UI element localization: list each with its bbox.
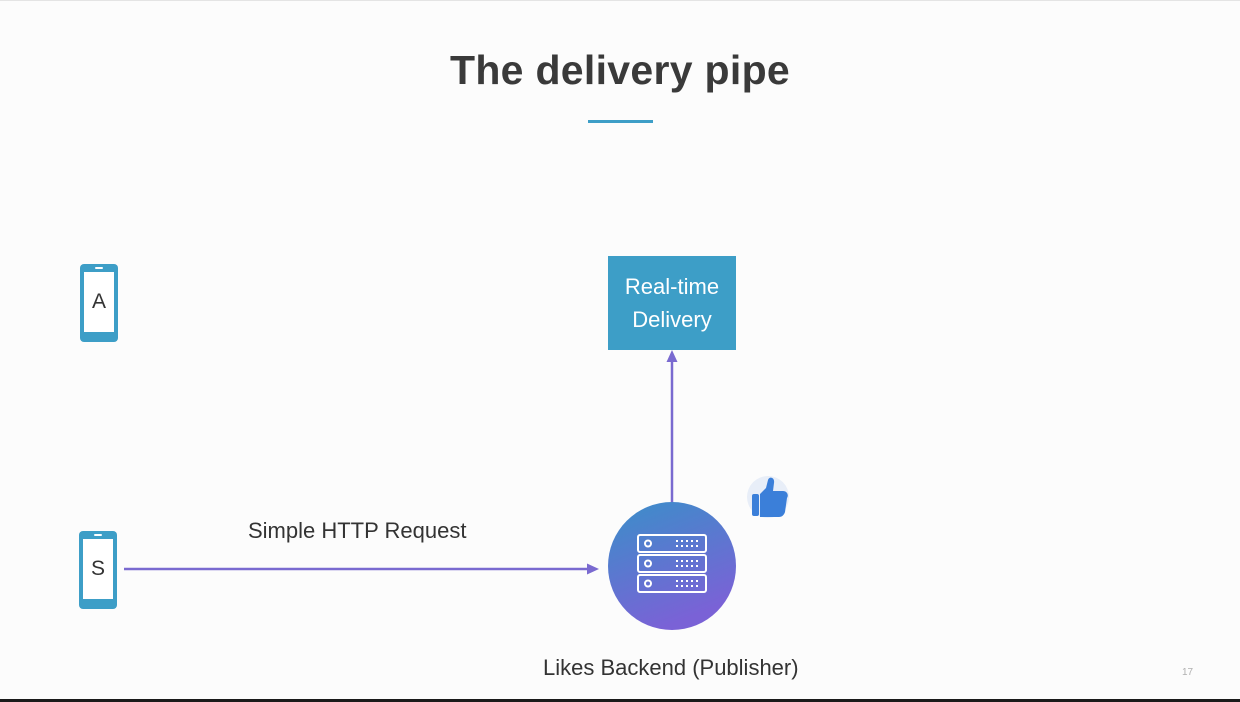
- slide-title: The delivery pipe: [449, 47, 791, 93]
- likes-backend-node: [608, 502, 736, 630]
- thumbs-up-icon: [747, 476, 789, 518]
- http-request-label: Simple HTTP Request: [248, 518, 467, 543]
- phone-s-icon: S: [79, 531, 117, 609]
- realtime-delivery-line1: Real-time: [624, 274, 720, 299]
- http-request-arrow: [124, 563, 599, 575]
- phone-a-icon: A: [80, 264, 118, 342]
- phone-a-label: A: [84, 272, 114, 332]
- realtime-delivery-node: Real-time Delivery: [608, 256, 736, 350]
- phone-s-label: S: [83, 539, 113, 599]
- publish-arrow: [666, 350, 678, 503]
- realtime-delivery-line2: Delivery: [632, 307, 712, 332]
- page-number: 17: [1182, 667, 1194, 678]
- title-underline: [588, 120, 653, 123]
- phone-speaker: [94, 534, 102, 536]
- bottom-border: [0, 699, 1240, 702]
- server-rack-icon: [637, 534, 707, 593]
- phone-speaker: [95, 267, 103, 269]
- likes-backend-label: Likes Backend (Publisher): [543, 655, 799, 680]
